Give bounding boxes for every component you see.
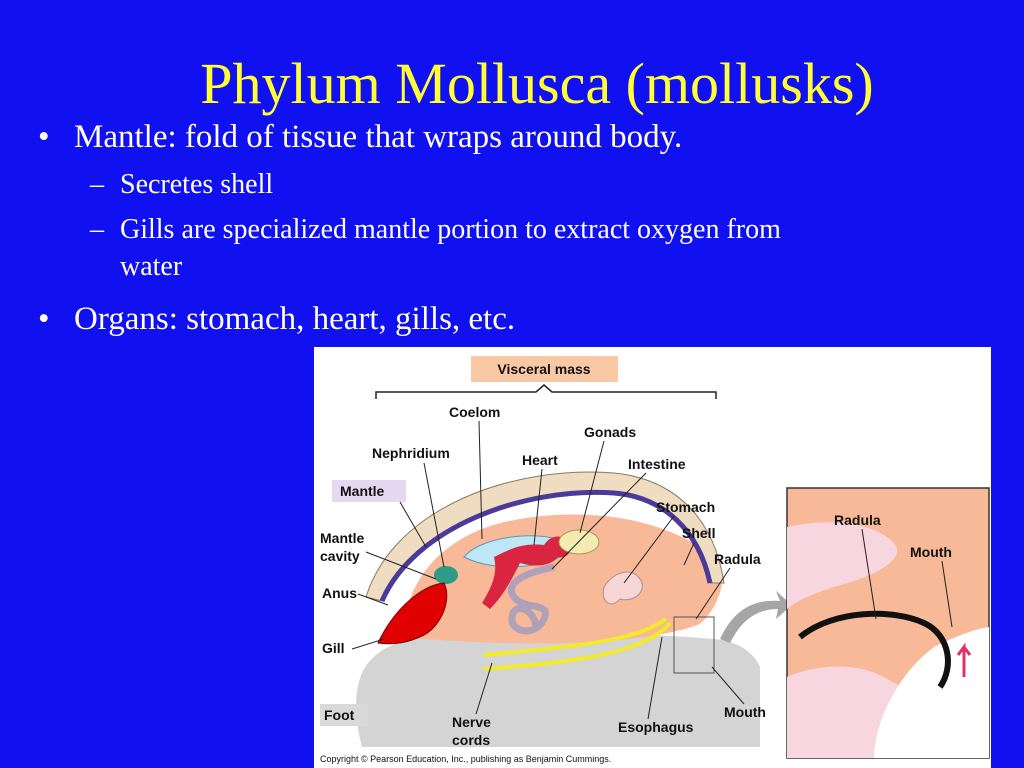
nephridium-shape <box>434 566 458 584</box>
inset-pink-arrow <box>956 642 972 677</box>
leader-lines <box>351 420 745 720</box>
inset-radula-leader <box>861 528 877 620</box>
visceral-mass-brace <box>375 384 717 399</box>
label-gill: Gill <box>322 640 345 656</box>
label-radula: Radula <box>714 551 761 567</box>
gill-shape <box>377 582 448 645</box>
heart-shape <box>482 536 572 609</box>
intestine-loops <box>508 563 555 635</box>
dash-marker: – <box>90 214 104 245</box>
bullet-mantle: • Mantle: fold of tissue that wraps arou… <box>38 118 683 156</box>
bullet-organs: • Organs: stomach, heart, gills, etc. <box>38 300 516 338</box>
mollusk-anatomy-diagram: Visceral mass Mantle Foot Coelom Gonads … <box>320 356 990 764</box>
inset-mouth-opening <box>874 627 989 758</box>
label-nerve-cords-2: cords <box>452 732 490 748</box>
copyright-notice: Copyright © Pearson Education, Inc., pub… <box>320 754 611 764</box>
label-heart: Heart <box>522 452 558 468</box>
sub-bullet-shell: – Secretes shell <box>90 168 274 202</box>
bullet-marker: • <box>38 301 50 337</box>
mantle-line <box>379 489 713 602</box>
label-mantle-cavity-1: Mantle <box>320 530 365 546</box>
label-nerve-cords-1: Nerve <box>452 714 491 730</box>
label-anus: Anus <box>322 585 357 601</box>
inset-mouth-leader <box>941 560 953 628</box>
foot-box <box>320 704 368 726</box>
mollusk-anatomy-figure: Visceral mass Mantle Foot Coelom Gonads … <box>314 347 991 768</box>
label-inset-radula: Radula <box>834 512 881 528</box>
zoom-arrow <box>720 591 792 643</box>
sub-bullet-gills-text-2: water <box>120 251 183 282</box>
inset-radula-band <box>798 610 951 689</box>
sub-bullet-shell-text: Secretes shell <box>120 169 274 200</box>
label-mantle-cavity-2: cavity <box>320 548 360 564</box>
label-coelom: Coelom <box>449 404 500 420</box>
label-mouth: Mouth <box>724 704 766 720</box>
label-mantle: Mantle <box>340 483 385 499</box>
nerve-cord-2 <box>483 621 672 671</box>
label-foot: Foot <box>324 707 355 723</box>
visceral-mass-box <box>471 356 618 382</box>
sub-bullet-gills-text: Gills are specialized mantle portion to … <box>120 214 781 245</box>
bullet-marker: • <box>38 119 50 155</box>
bullet-mantle-text: Mantle: fold of tissue that wraps around… <box>74 119 683 155</box>
label-visceral-mass: Visceral mass <box>497 361 590 377</box>
mantle-box <box>332 480 406 502</box>
label-nephridium: Nephridium <box>372 445 450 461</box>
bullet-organs-text: Organs: stomach, heart, gills, etc. <box>74 301 516 337</box>
label-inset-mouth: Mouth <box>910 544 952 560</box>
inset-upper-lip <box>787 522 898 609</box>
slide-title: Phylum Mollusca (mollusks) <box>200 51 874 116</box>
sub-bullet-gills: – Gills are specialized mantle portion t… <box>90 213 781 247</box>
sub-bullet-gills-continued: water <box>120 250 182 284</box>
mouth-region-box <box>673 616 715 674</box>
stomach-shape <box>602 571 643 605</box>
label-stomach: Stomach <box>656 499 715 515</box>
label-intestine: Intestine <box>628 456 686 472</box>
nerve-cord-1 <box>483 617 668 657</box>
label-shell: Shell <box>682 525 715 541</box>
label-gonads: Gonads <box>584 424 636 440</box>
foot-shape <box>356 632 760 747</box>
label-esophagus: Esophagus <box>618 719 694 735</box>
dash-marker: – <box>90 169 104 200</box>
